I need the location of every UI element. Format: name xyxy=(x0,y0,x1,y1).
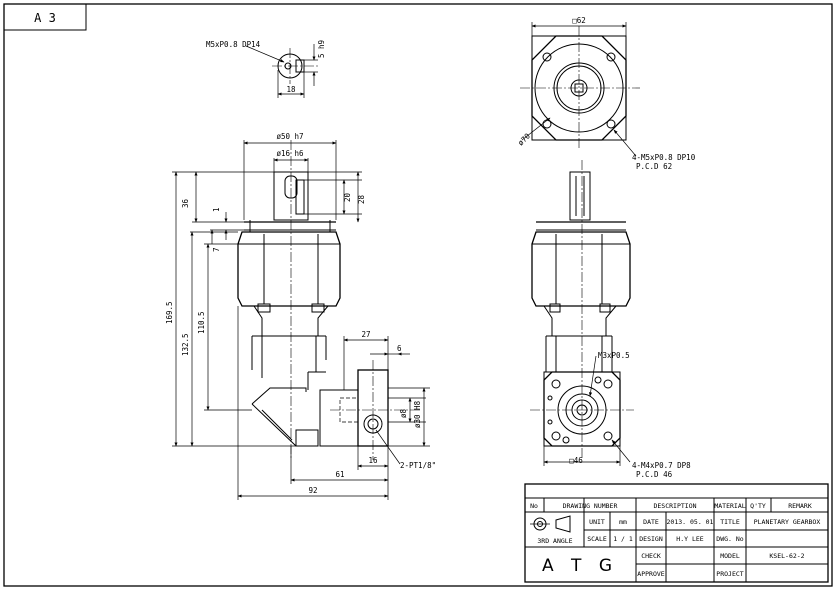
dim-20: 20 xyxy=(343,192,352,202)
dim-d50: ø50 h7 xyxy=(276,132,303,141)
projection-label: 3RD ANGLE xyxy=(537,537,572,545)
hdr-material: MATERIAL xyxy=(714,502,745,510)
dim-169: 169.5 xyxy=(165,301,174,324)
unit-value: mm xyxy=(619,518,627,526)
sheet-size-label: A 3 xyxy=(34,11,56,25)
hdr-remark: REMARK xyxy=(788,502,812,510)
front-view xyxy=(237,140,420,460)
date-value: 2013. 05. 01 xyxy=(667,518,714,526)
top-view xyxy=(520,22,640,157)
dim-132: 132.5 xyxy=(181,333,190,356)
model-value: KSEL-62-2 xyxy=(769,552,804,560)
m3-label: M3xP0.5 xyxy=(598,351,630,360)
key-width-label: 18 xyxy=(286,85,296,94)
dim-92: 92 xyxy=(308,486,317,495)
dim-sq62: □62 xyxy=(572,16,586,25)
title-value: PLANETARY GEARBOX xyxy=(754,518,821,526)
dim-16: 16 xyxy=(368,456,378,465)
key-height-label: 5 h9 xyxy=(317,40,326,58)
title-label: TITLE xyxy=(720,518,740,526)
dim-d8: ø8 xyxy=(399,408,408,418)
dim-110: 110.5 xyxy=(197,311,206,334)
dim-sq46: □46 xyxy=(569,456,583,465)
check-label: CHECK xyxy=(641,552,661,560)
design-label: DESIGN xyxy=(639,535,663,543)
sheet-size-box xyxy=(3,3,87,31)
hdr-desc: DESCRIPTION xyxy=(653,502,696,510)
unit-label: UNIT xyxy=(589,518,605,526)
bot-holes-label: 4-M4xP0.7 DP8 xyxy=(632,461,691,470)
dim-6: 6 xyxy=(397,344,402,353)
company-logo: A T G xyxy=(542,556,618,576)
hdr-no: No xyxy=(530,502,538,510)
side-view xyxy=(530,160,634,466)
dwg-label: DWG. No xyxy=(716,535,743,543)
scale-value: 1 / 1 xyxy=(613,535,633,543)
hdr-drawing: DRAWING NUMBER xyxy=(563,502,618,510)
top-holes-label: 4-M5xP0.8 DP10 xyxy=(632,153,696,162)
project-label: PROJECT xyxy=(716,570,743,578)
dim-36: 36 xyxy=(181,198,190,208)
dim-d30: ø30 H8 xyxy=(413,400,422,428)
dim-27: 27 xyxy=(361,330,370,339)
dim-61: 61 xyxy=(335,470,344,479)
bot-pcd-label: P.C.D 46 xyxy=(636,470,673,479)
dim-d16: ø16 h6 xyxy=(276,149,304,158)
keyway-detail xyxy=(245,44,318,98)
approve-label: APPROVE xyxy=(637,570,664,578)
date-label: DATE xyxy=(643,518,659,526)
dim-28: 28 xyxy=(357,194,366,204)
design-value: H.Y LEE xyxy=(676,535,703,543)
dim-1: 1 xyxy=(212,207,221,212)
scale-label: SCALE xyxy=(587,535,607,543)
sheet-border xyxy=(3,3,833,587)
top-pcd-label: P.C.D 62 xyxy=(636,162,672,171)
front-dims xyxy=(172,140,430,500)
key-thread-label: M5xP0.8 DP14 xyxy=(206,40,261,49)
hdr-qty: Q'TY xyxy=(750,502,766,510)
dim-pt: 2-PT1/8" xyxy=(400,461,436,470)
dim-7: 7 xyxy=(212,247,221,252)
title-block xyxy=(524,483,829,583)
model-label: MODEL xyxy=(720,552,740,560)
